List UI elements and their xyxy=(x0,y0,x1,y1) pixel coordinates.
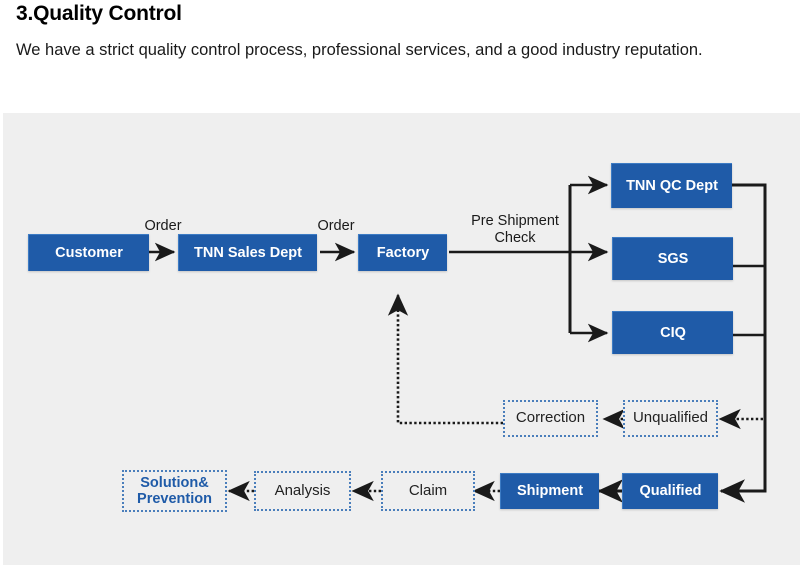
node-tnn-sales-dept[interactable]: TNN Sales Dept xyxy=(178,234,317,271)
header: 3.Quality Control We have a strict quali… xyxy=(0,0,800,113)
node-shipment[interactable]: Shipment xyxy=(500,473,599,509)
quality-control-flow-diagram: Order Order Pre Shipment Check Customer … xyxy=(3,113,800,565)
node-analysis[interactable]: Analysis xyxy=(254,471,351,511)
edge-rail-to-qualified xyxy=(719,379,767,503)
node-analysis-label: Analysis xyxy=(274,481,331,499)
node-sgs-label: SGS xyxy=(657,250,689,267)
node-qualified[interactable]: Qualified xyxy=(622,473,718,509)
node-qualified-label: Qualified xyxy=(639,483,702,500)
node-factory-label: Factory xyxy=(376,244,430,261)
node-factory[interactable]: Factory xyxy=(358,234,447,271)
node-unqualified-label: Unqualified xyxy=(632,409,709,427)
node-correction-label: Correction xyxy=(515,409,586,427)
node-customer[interactable]: Customer xyxy=(28,234,149,271)
node-sgs[interactable]: SGS xyxy=(612,237,733,280)
node-tnn-sales-dept-label: TNN Sales Dept xyxy=(194,244,302,261)
node-tnn-qc-dept-label: TNN QC Dept xyxy=(626,177,718,194)
node-solution-prevention[interactable]: Solution& Prevention xyxy=(122,470,227,512)
node-ciq[interactable]: CIQ xyxy=(612,311,733,354)
node-unqualified[interactable]: Unqualified xyxy=(623,400,718,437)
node-correction[interactable]: Correction xyxy=(503,400,598,437)
edge-label-order-2: Order xyxy=(317,218,355,234)
edge-label-order-1: Order xyxy=(144,218,182,234)
node-claim[interactable]: Claim xyxy=(381,471,475,511)
node-tnn-qc-dept[interactable]: TNN QC Dept xyxy=(611,163,732,208)
page-title: 3.Quality Control xyxy=(16,2,182,25)
node-customer-label: Customer xyxy=(55,244,123,261)
node-claim-label: Claim xyxy=(408,481,448,499)
edge-qc-to-right-rail xyxy=(732,183,767,490)
diagram-connectors xyxy=(149,175,767,503)
edge-label-pre-shipment-check: Pre Shipment Check xyxy=(471,213,559,247)
node-solution-prevention-label: Solution& Prevention xyxy=(137,474,212,507)
node-shipment-label: Shipment xyxy=(516,483,584,500)
edge-correction-to-factory xyxy=(387,293,503,425)
page-subtitle: We have a strict quality control process… xyxy=(16,41,703,59)
node-ciq-label: CIQ xyxy=(660,324,686,341)
